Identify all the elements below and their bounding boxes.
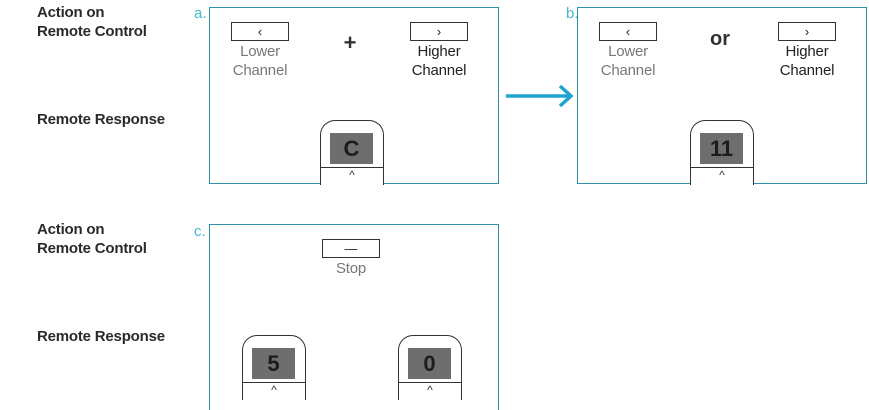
action-label-line1: Action on bbox=[37, 221, 105, 238]
response-label-top: Remote Response bbox=[37, 111, 165, 128]
remote-divider bbox=[399, 382, 461, 383]
caret-up-icon: ^ bbox=[271, 383, 277, 397]
higher-channel-label-line1: Higher bbox=[417, 43, 461, 60]
remote-display-a: C bbox=[330, 133, 373, 164]
stop-label: Stop bbox=[335, 260, 367, 277]
caret-up-icon: ^ bbox=[427, 383, 433, 397]
panel-a-letter: a. bbox=[194, 5, 207, 22]
remote-divider bbox=[691, 167, 753, 168]
remote-divider bbox=[321, 167, 383, 168]
remote-display-c-left: 5 bbox=[252, 348, 295, 379]
remote-divider bbox=[243, 382, 305, 383]
lower-channel-label-line2: Channel bbox=[600, 62, 656, 79]
stop-key[interactable]: — bbox=[322, 239, 380, 258]
higher-channel-key[interactable]: › bbox=[778, 22, 836, 41]
panel-b: ‹ Lower Channel or › Higher Channel 11 ^ bbox=[577, 7, 867, 185]
lower-channel-label: Lower Channel bbox=[588, 42, 668, 80]
remote-display-c-right: 0 bbox=[408, 348, 451, 379]
higher-channel-label: Higher Channel bbox=[767, 42, 847, 80]
panel-c-letter: c. bbox=[194, 223, 206, 240]
response-label-bottom: Remote Response bbox=[37, 328, 165, 345]
lower-channel-key[interactable]: ‹ bbox=[231, 22, 289, 41]
caret-up-icon: ^ bbox=[719, 168, 725, 182]
lower-channel-key[interactable]: ‹ bbox=[599, 22, 657, 41]
or-operator: or bbox=[710, 28, 730, 50]
higher-channel-label-line1: Higher bbox=[785, 43, 829, 60]
higher-channel-label-line2: Channel bbox=[411, 62, 467, 79]
remote-c-left: 5 ^ bbox=[242, 335, 306, 400]
lower-channel-label-line1: Lower bbox=[608, 43, 648, 60]
remote-display-b: 11 bbox=[700, 133, 743, 164]
panel-b-letter: b. bbox=[566, 5, 579, 22]
higher-channel-key[interactable]: › bbox=[410, 22, 468, 41]
remote-c-right: 0 ^ bbox=[398, 335, 462, 400]
higher-channel-label: Higher Channel bbox=[399, 42, 479, 80]
lower-channel-label-line2: Channel bbox=[232, 62, 288, 79]
panel-a: ‹ Lower Channel + › Higher Channel C ^ bbox=[209, 7, 499, 185]
arrow-right-icon bbox=[506, 84, 574, 108]
action-label-top: Action on Remote Control bbox=[37, 3, 147, 41]
action-label-bottom: Action on Remote Control bbox=[37, 220, 147, 258]
action-label-line2: Remote Control bbox=[37, 23, 147, 40]
lower-channel-label: Lower Channel bbox=[220, 42, 300, 80]
caret-up-icon: ^ bbox=[349, 168, 355, 182]
action-label-line1: Action on bbox=[37, 4, 105, 21]
higher-channel-label-line2: Channel bbox=[779, 62, 835, 79]
remote-a: C ^ bbox=[320, 120, 384, 185]
panel-c: — Stop 5 ^ 0 ^ bbox=[209, 224, 499, 410]
remote-b: 11 ^ bbox=[690, 120, 754, 185]
plus-operator: + bbox=[343, 30, 357, 55]
lower-channel-label-line1: Lower bbox=[240, 43, 280, 60]
action-label-line2: Remote Control bbox=[37, 240, 147, 257]
